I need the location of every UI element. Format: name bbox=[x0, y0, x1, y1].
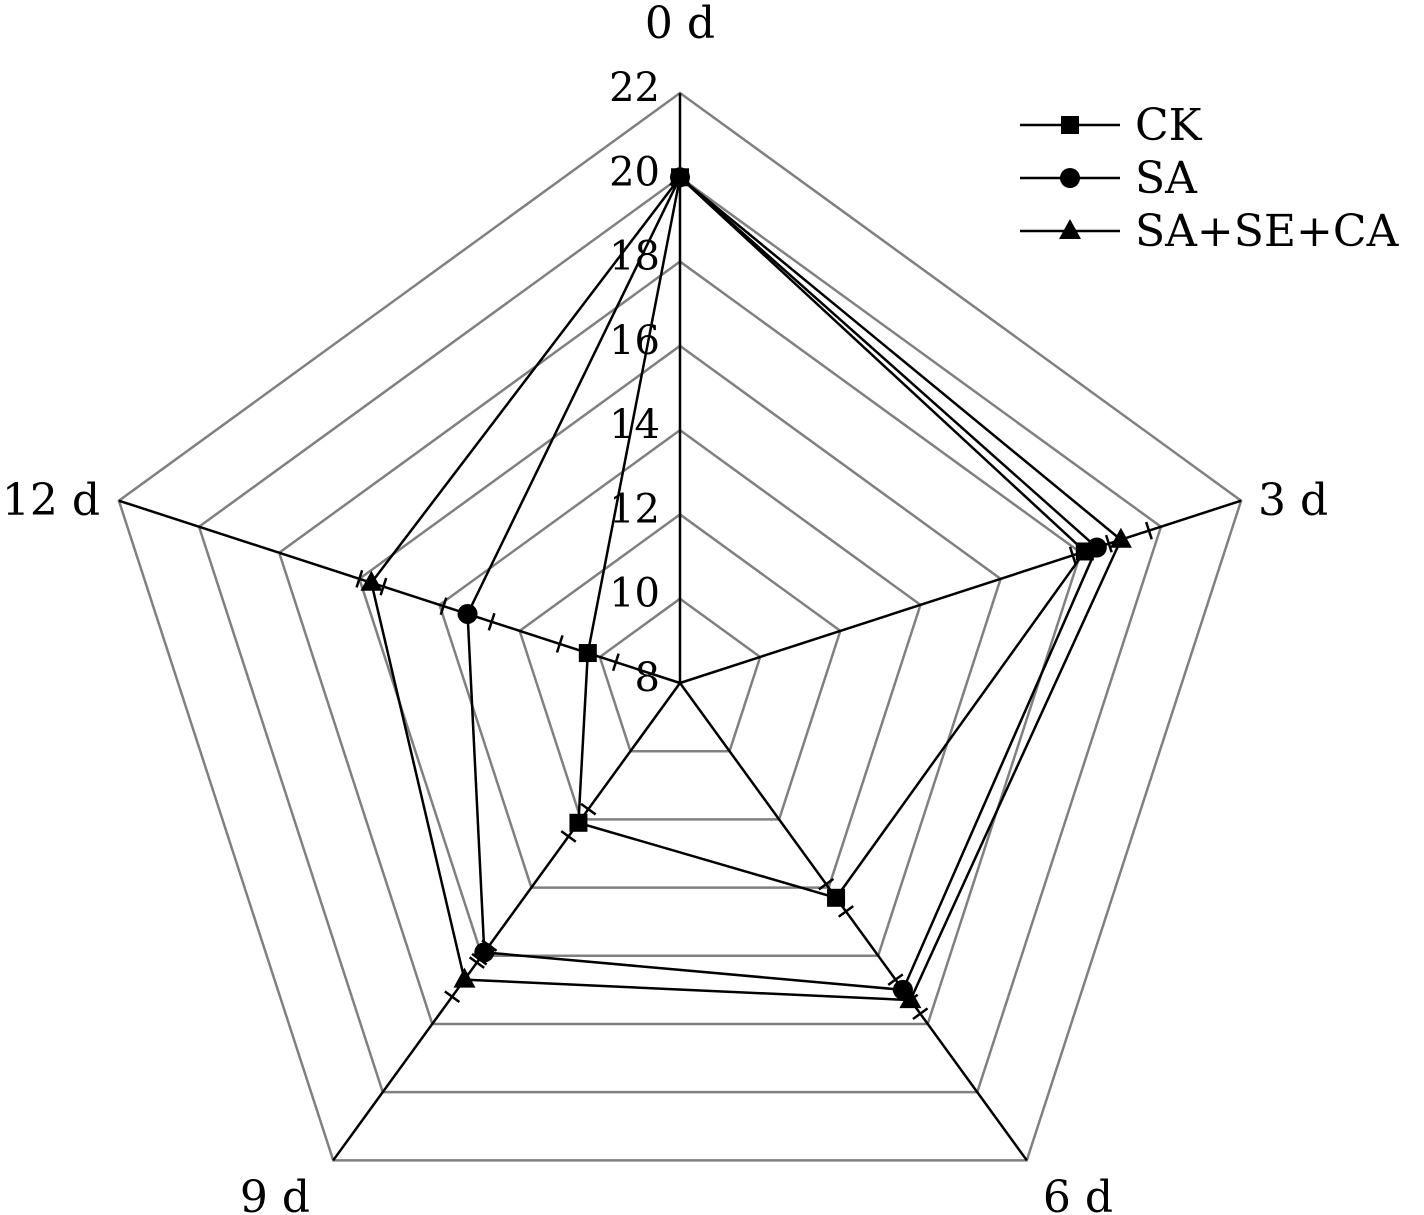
grid-ring bbox=[277, 260, 1083, 1026]
category-label: 0 d bbox=[645, 0, 715, 49]
error-bar-cap bbox=[355, 569, 364, 588]
error-bar-cap bbox=[555, 634, 564, 653]
radial-tick-label: 20 bbox=[609, 149, 660, 195]
triangle-marker bbox=[899, 988, 922, 1009]
legend-item: SA bbox=[1020, 153, 1198, 204]
legend-label: SA bbox=[1135, 153, 1198, 204]
legend-item: CK bbox=[1020, 100, 1203, 151]
series-sa-se-ca bbox=[355, 165, 1153, 1021]
legend-item: SA+SE+CA bbox=[1020, 206, 1400, 257]
category-label: 12 d bbox=[2, 475, 100, 526]
radial-tick-label: 22 bbox=[609, 65, 660, 111]
square-marker bbox=[1061, 116, 1079, 134]
square-marker bbox=[578, 644, 597, 663]
error-bar-cap bbox=[580, 802, 597, 816]
error-bar-cap bbox=[1144, 521, 1153, 540]
series-line bbox=[466, 175, 1099, 992]
error-bar-cap bbox=[487, 612, 496, 631]
error-bar-cap bbox=[1068, 546, 1077, 565]
category-labels: 0 d 3 d 6 d 9 d 12 d bbox=[2, 0, 1328, 1215]
error-bar-cap bbox=[444, 990, 461, 1003]
error-bar-cap bbox=[818, 877, 835, 891]
grid-ring bbox=[518, 512, 842, 821]
grid-ring bbox=[197, 175, 1163, 1094]
series-layer bbox=[355, 165, 1153, 1021]
error-bar-cap bbox=[379, 577, 388, 596]
error-bar-cap bbox=[1088, 539, 1097, 558]
radar-grid bbox=[117, 91, 1243, 1162]
category-label: 6 d bbox=[1043, 1172, 1113, 1215]
error-bar-cap bbox=[560, 830, 577, 843]
grid-ring bbox=[357, 344, 1003, 958]
radial-tick-label: 10 bbox=[609, 571, 660, 617]
circle-marker bbox=[1060, 168, 1080, 188]
radial-tick-label: 8 bbox=[635, 655, 660, 701]
error-bar-cap bbox=[439, 597, 448, 616]
square-marker bbox=[827, 888, 846, 907]
triangle-marker bbox=[453, 967, 476, 988]
error-bar-cap bbox=[611, 653, 620, 672]
category-label: 3 d bbox=[1258, 475, 1328, 526]
axis-line bbox=[332, 682, 682, 1162]
series-line bbox=[577, 174, 1087, 900]
radar-axes bbox=[118, 93, 1242, 1162]
legend-label: SA+SE+CA bbox=[1135, 206, 1400, 257]
series-ck bbox=[555, 168, 1101, 918]
circle-marker bbox=[457, 603, 478, 624]
triangle-marker bbox=[1059, 219, 1081, 239]
error-bar-cap bbox=[468, 956, 485, 969]
legend-label: CK bbox=[1135, 100, 1203, 151]
circle-marker bbox=[474, 942, 495, 963]
axis-line bbox=[679, 499, 1242, 685]
series-sa bbox=[439, 167, 1113, 1007]
error-bar-cap bbox=[1080, 542, 1089, 561]
error-bar-cap bbox=[1104, 534, 1113, 553]
triangle-marker bbox=[1109, 527, 1132, 548]
grid-ring bbox=[117, 91, 1243, 1162]
axis-line bbox=[678, 682, 1028, 1162]
grid-ring bbox=[598, 597, 762, 753]
triangle-marker bbox=[669, 165, 691, 186]
error-bar-cap bbox=[912, 1007, 929, 1021]
error-bar-cap bbox=[887, 973, 904, 986]
triangle-marker bbox=[360, 570, 383, 591]
series-line bbox=[370, 175, 1123, 1002]
error-bar-cap bbox=[892, 980, 909, 993]
grid-ring bbox=[438, 428, 922, 889]
error-bar-cap bbox=[837, 905, 854, 918]
category-label: 9 d bbox=[240, 1172, 310, 1215]
square-marker bbox=[569, 813, 588, 832]
